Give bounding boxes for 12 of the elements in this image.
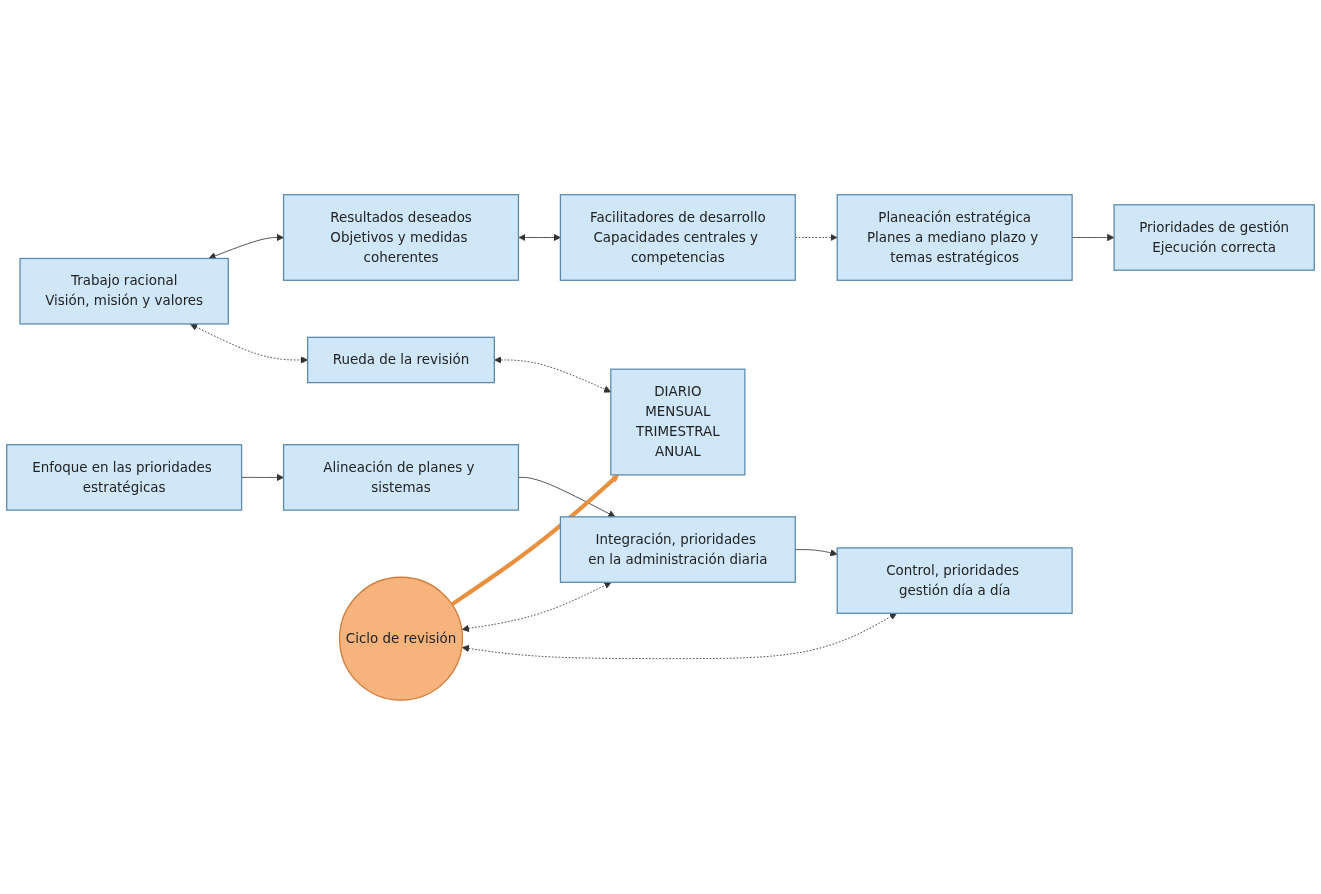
node-box: Trabajo racional Visión, misión y valores [19, 257, 229, 325]
node-circle: Ciclo de revisión [338, 576, 464, 701]
node-box: Prioridades de gestión Ejecución correcta [1113, 203, 1315, 271]
node-box: Enfoque en las prioridades estratégicas [6, 443, 243, 511]
node-box: Facilitadores de desarrollo Capacidades centrales y competencias [559, 193, 796, 281]
node-box: Resultados deseados Objetivos y medidas coherentes [282, 193, 520, 281]
node-box: Rueda de la revisión [307, 336, 495, 383]
node-box: Planeación estratégica Planes a mediano plazo y temas estratégicos [836, 193, 1073, 281]
node-box: Control, prioridades gestión día a día [836, 546, 1073, 614]
node-box: Alineación de planes y sistemas [282, 443, 520, 511]
node-box: Integración, prioridades en la administración diaria [559, 515, 796, 583]
node-box: DIARIO MENSUAL TRIMESTRAL ANUAL [610, 368, 746, 476]
